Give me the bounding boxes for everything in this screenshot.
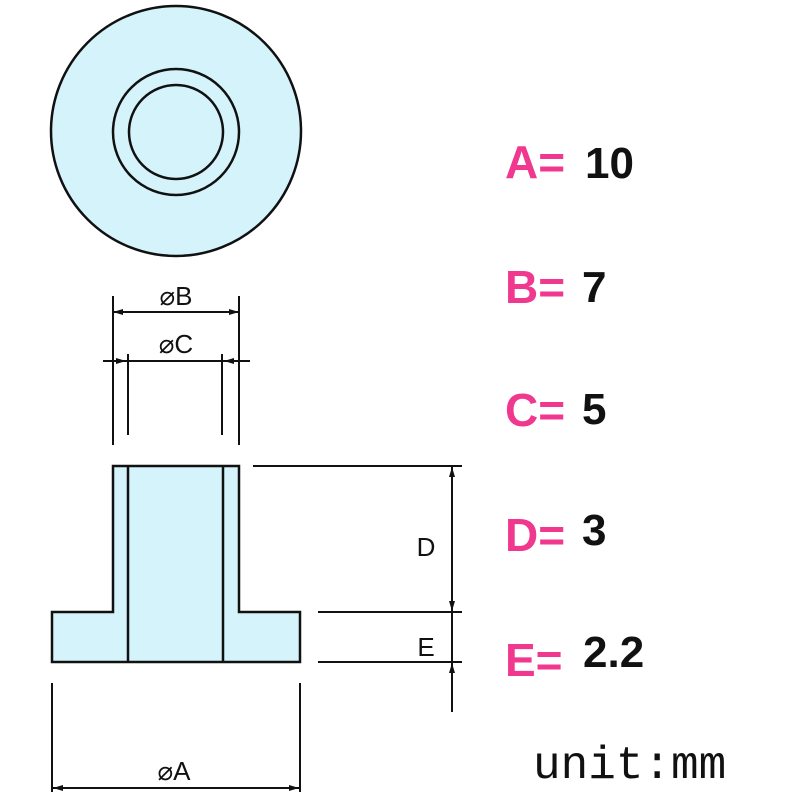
dim-value-b: 7 bbox=[582, 263, 606, 312]
dim-key-d: D= bbox=[505, 509, 565, 561]
dim-value-e: 2.2 bbox=[583, 628, 644, 677]
dim-key-e: E= bbox=[505, 634, 563, 686]
dim-key-b: B= bbox=[505, 261, 565, 313]
dimension-lines bbox=[51, 296, 462, 792]
dimension-list: A= 10 B= 7 C= 5 D= 3 E= 2.2 bbox=[505, 136, 644, 686]
dim-key-c: C= bbox=[505, 384, 565, 436]
dim-key-a: A= bbox=[505, 136, 565, 188]
dim-value-a: 10 bbox=[585, 139, 634, 188]
side-view bbox=[50, 464, 302, 664]
label-diameter-a: ⌀A bbox=[158, 756, 192, 786]
bushing-profile bbox=[50, 464, 302, 664]
top-view bbox=[49, 4, 303, 258]
inner-circle-c bbox=[127, 83, 225, 181]
label-diameter-c: ⌀C bbox=[159, 329, 193, 359]
label-e: E bbox=[417, 632, 434, 662]
unit-label: unit:mm bbox=[533, 740, 726, 792]
dim-value-c: 5 bbox=[582, 385, 606, 434]
label-diameter-b: ⌀B bbox=[160, 281, 193, 311]
label-d: D bbox=[417, 532, 436, 562]
dim-value-d: 3 bbox=[582, 506, 606, 555]
